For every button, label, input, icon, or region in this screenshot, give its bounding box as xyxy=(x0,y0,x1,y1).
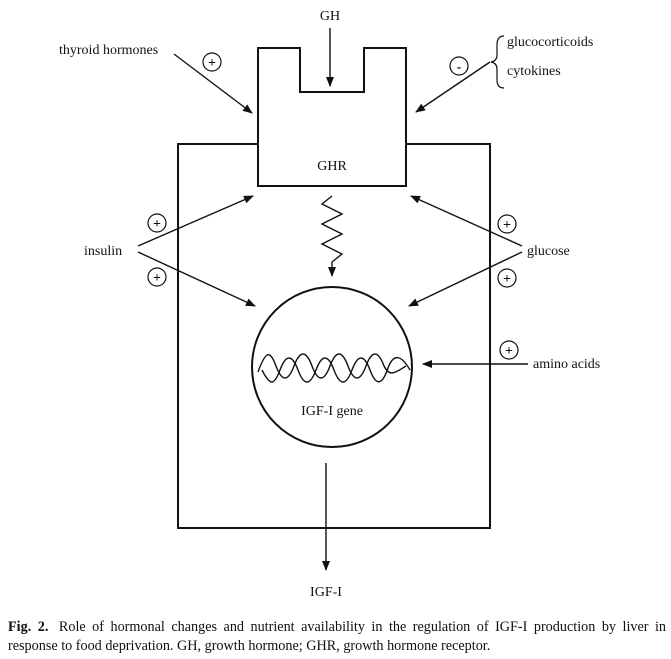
insulin-label: insulin xyxy=(84,244,122,259)
regulation-diagram: GHR GH thyroid hormones + glucocorticoid… xyxy=(59,9,600,600)
figure-caption: Fig. 2. Role of hormonal changes and nut… xyxy=(8,618,666,656)
glucose-to-nucleus-arrow xyxy=(408,251,523,307)
svg-text:+: + xyxy=(503,218,511,233)
ghr-label: GHR xyxy=(317,159,347,174)
gh-label: GH xyxy=(320,9,340,24)
thyroid-arrow xyxy=(173,53,253,114)
igf-output-label: IGF-I xyxy=(310,585,342,600)
signal-zigzag xyxy=(320,195,344,263)
glucose-ghr-plus-sign: + xyxy=(497,214,517,234)
glucose-nucleus-plus-sign: + xyxy=(497,268,517,288)
amino-acids-label: amino acids xyxy=(533,357,600,372)
insulin-ghr-plus-sign: + xyxy=(147,213,167,233)
amino-acids-plus-sign: + xyxy=(499,340,519,360)
inhibitor-arrow xyxy=(415,61,491,113)
glucose-to-ghr-arrow xyxy=(410,195,523,247)
inhibitor-brace xyxy=(490,35,505,89)
svg-text:+: + xyxy=(208,56,216,71)
igf-gene-dna-icon xyxy=(257,353,411,383)
glucocorticoids-label: glucocorticoids xyxy=(507,35,593,50)
insulin-nucleus-plus-sign: + xyxy=(147,267,167,287)
inhibitor-minus-sign: - xyxy=(449,56,469,76)
svg-text:+: + xyxy=(153,271,161,286)
igf-gene-label: IGF-I gene xyxy=(301,404,363,419)
thyroid-hormones-label: thyroid hormones xyxy=(59,43,158,58)
cytokines-label: cytokines xyxy=(507,64,561,79)
glucose-label: glucose xyxy=(527,244,570,259)
svg-text:-: - xyxy=(457,60,462,75)
figure-caption-text: Role of hormonal changes and nutrient av… xyxy=(8,619,667,654)
svg-text:+: + xyxy=(505,344,513,359)
svg-text:+: + xyxy=(153,217,161,232)
thyroid-plus-sign: + xyxy=(202,52,222,72)
figure-number: Fig. 2. xyxy=(8,619,49,635)
ghr-receptor-shape xyxy=(257,47,407,187)
nucleus xyxy=(251,286,413,448)
svg-text:+: + xyxy=(503,272,511,287)
insulin-to-ghr-arrow xyxy=(137,195,254,247)
insulin-to-nucleus-arrow xyxy=(137,251,256,307)
